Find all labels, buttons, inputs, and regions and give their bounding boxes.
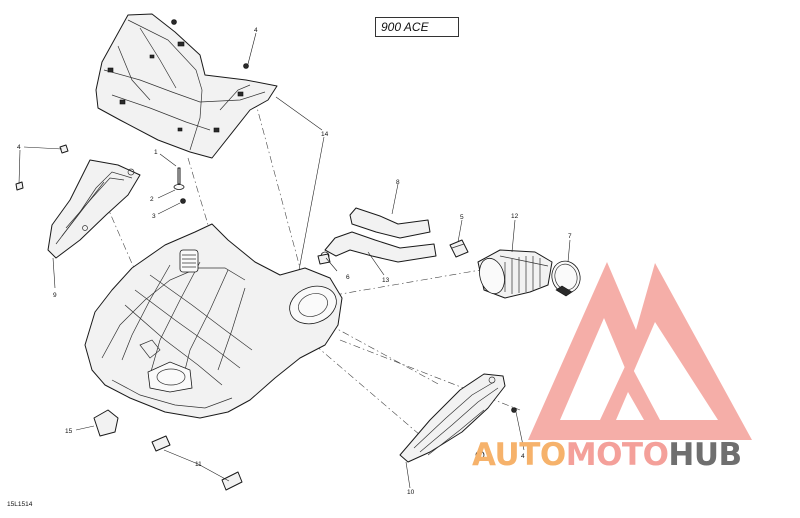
callout-4-top: 4 [254, 27, 258, 34]
callout-4-bottom: 4 [521, 453, 525, 460]
leader-lines [18, 32, 571, 489]
callout-2: 2 [150, 196, 154, 203]
air-box-body [84, 223, 343, 419]
hoses [320, 207, 437, 263]
callout-labels: 1 2 3 4 4 4 5 6 7 8 9 10 11 12 13 14 15 [17, 27, 572, 496]
brand-hub: HUB [668, 437, 742, 473]
callout-11: 11 [195, 461, 202, 468]
brand-auto: AUTO [472, 437, 566, 473]
callout-14: 14 [321, 131, 329, 138]
right-side-panel [399, 373, 506, 463]
watermark-logo [528, 262, 752, 440]
brand-moto: MOTO [565, 437, 669, 473]
hardware [15, 19, 517, 491]
callout-10: 10 [407, 489, 415, 496]
callout-12: 12 [511, 213, 519, 220]
clamp [551, 260, 581, 297]
model-label-box: 900 ACE [375, 17, 459, 37]
connector [449, 239, 469, 258]
callout-8: 8 [396, 179, 400, 186]
left-side-panel [47, 159, 141, 259]
callout-9: 9 [53, 292, 57, 299]
callout-15: 15 [65, 428, 73, 435]
reference-code: 15L1514 [7, 501, 33, 508]
callout-4-left: 4 [17, 144, 21, 151]
callout-1: 1 [154, 149, 158, 156]
upper-cover [95, 13, 278, 159]
filter-assembly [477, 249, 553, 299]
callout-7: 7 [568, 233, 572, 240]
model-label: 900 ACE [381, 20, 429, 34]
callout-3: 3 [152, 213, 156, 220]
watermark-brand: AUTOMOTOHUB [472, 437, 742, 473]
callout-6: 6 [346, 274, 350, 281]
callout-5: 5 [460, 214, 464, 221]
callout-13: 13 [382, 277, 390, 284]
